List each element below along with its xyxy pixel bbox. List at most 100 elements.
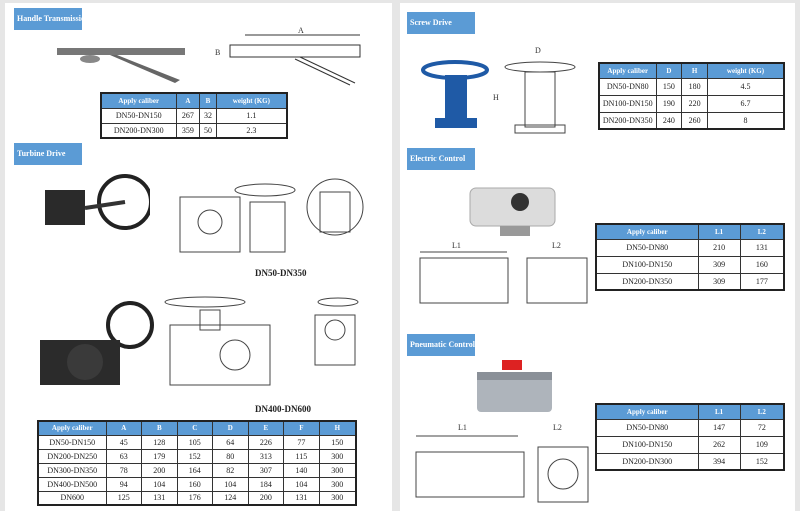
turbine-photo-large xyxy=(40,301,154,385)
screw-drawing: DH xyxy=(493,46,576,134)
table-cell: 1.1 xyxy=(215,107,288,124)
table-cell: DN300-DN350 xyxy=(37,462,107,478)
table-cell: 179 xyxy=(141,448,178,464)
table-cell: 152 xyxy=(176,448,214,464)
table-cell: DN50-DN150 xyxy=(37,434,107,450)
table-cell: 300 xyxy=(318,490,357,506)
table-cell: 177 xyxy=(739,272,785,291)
table-cell: 77 xyxy=(283,434,320,450)
section-label-pneumatic: Pneumatic Control xyxy=(407,334,475,356)
table-cell: 32 xyxy=(199,107,217,124)
table-cell: 131 xyxy=(141,490,178,506)
col-header: H xyxy=(318,420,357,436)
section-label-screw: Screw Drive xyxy=(407,12,475,34)
table-cell: 64 xyxy=(212,434,249,450)
dim-d: D xyxy=(535,46,541,55)
table-cell: 309 xyxy=(697,272,741,291)
screw-photo xyxy=(421,60,489,128)
table-cell: 45 xyxy=(105,434,143,450)
table-cell: 8 xyxy=(706,111,785,130)
table-cell: 6.7 xyxy=(706,94,785,113)
table-cell: 309 xyxy=(697,255,741,274)
table-cell: DN200-DN350 xyxy=(595,272,699,291)
table-cell: 394 xyxy=(697,452,741,471)
dim-l2: L2 xyxy=(553,423,562,432)
table-cell: 63 xyxy=(105,448,143,464)
table-cell: 150 xyxy=(318,434,357,450)
table-cell: 164 xyxy=(176,462,214,478)
table-cell: 152 xyxy=(739,452,785,471)
dim-h: H xyxy=(493,93,499,102)
table-cell: 125 xyxy=(105,490,143,506)
col-header: C xyxy=(176,420,214,436)
table-cell: 184 xyxy=(247,476,285,492)
table-cell: 267 xyxy=(175,107,201,124)
col-header: D xyxy=(655,62,683,79)
dim-l2: L2 xyxy=(552,241,561,250)
table-cell: 160 xyxy=(739,255,785,274)
table-cell: 307 xyxy=(247,462,285,478)
table-cell: 260 xyxy=(681,111,708,130)
col-header: L1 xyxy=(697,223,741,240)
table-cell: DN400-DN500 xyxy=(37,476,107,492)
table-cell: 300 xyxy=(318,476,357,492)
col-header: B xyxy=(141,420,178,436)
table-cell: 94 xyxy=(105,476,143,492)
table-cell: 200 xyxy=(141,462,178,478)
table-cell: 140 xyxy=(283,462,320,478)
table-cell: 313 xyxy=(247,448,285,464)
electric-drawing: L1 L2 xyxy=(419,241,588,304)
col-header: A xyxy=(175,92,201,109)
table-cell: 240 xyxy=(655,111,683,130)
electric-photo xyxy=(469,187,556,236)
col-header: weight (KG) xyxy=(215,92,288,109)
col-header: Apply caliber xyxy=(598,62,657,79)
section-label-electric: Electric Control xyxy=(407,148,475,170)
table-cell: 200 xyxy=(247,490,285,506)
handle-photo xyxy=(57,48,185,83)
col-header: L2 xyxy=(739,403,785,420)
caption-dn50-dn350: DN50-DN350 xyxy=(255,268,307,278)
handle-drawing: AB xyxy=(215,26,361,86)
col-header: B xyxy=(199,92,217,109)
dim-a: A xyxy=(298,26,304,35)
table-cell: DN200-DN350 xyxy=(598,111,657,130)
table-cell: 220 xyxy=(681,94,708,113)
dim-l1: L1 xyxy=(452,241,461,250)
table-cell: 104 xyxy=(212,476,249,492)
table-cell: 124 xyxy=(212,490,249,506)
table-cell: 2.3 xyxy=(215,122,288,139)
table-cell: DN100-DN150 xyxy=(595,255,699,274)
table-cell: 128 xyxy=(141,434,178,450)
table-cell: 190 xyxy=(655,94,683,113)
table-cell: DN200-DN300 xyxy=(100,122,177,139)
col-header: L1 xyxy=(697,403,741,420)
table-cell: 359 xyxy=(175,122,201,139)
table-cell: 104 xyxy=(141,476,178,492)
table-cell: 104 xyxy=(283,476,320,492)
table-cell: 4.5 xyxy=(706,77,785,96)
section-label-turbine: Turbine Drive xyxy=(14,143,82,165)
col-header: L2 xyxy=(739,223,785,240)
table-cell: 82 xyxy=(212,462,249,478)
turbine-drawing-large xyxy=(164,296,359,386)
section-label-handle: Handle Transmission xyxy=(14,8,82,30)
col-header: F xyxy=(283,420,320,436)
pneumatic-photo xyxy=(477,360,552,412)
table-cell: 150 xyxy=(655,77,683,96)
table-cell: 131 xyxy=(283,490,320,506)
table-cell: 160 xyxy=(176,476,214,492)
